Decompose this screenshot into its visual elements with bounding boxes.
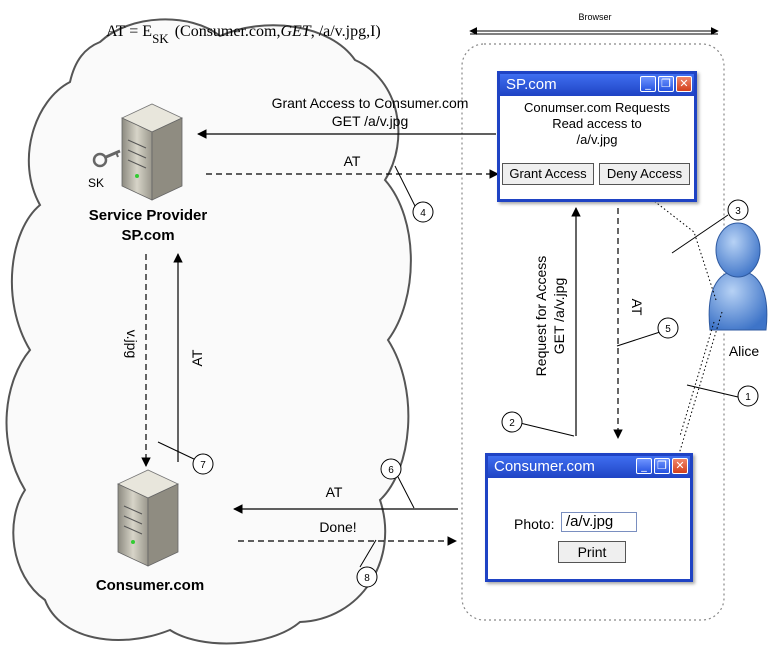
step-6-circle: 6 <box>380 458 402 480</box>
sp-label-line1: Service Provider <box>89 207 208 224</box>
formula-args-get: GET <box>280 23 311 40</box>
deny-access-button[interactable]: Deny Access <box>599 163 690 185</box>
step-8-circle: 8 <box>356 566 378 588</box>
restore-icon[interactable]: ❐ <box>654 458 670 474</box>
grant-label-line1: Grant Access to Consumer.com <box>272 95 469 111</box>
at-top-label: AT <box>344 153 361 169</box>
browser-sight-line <box>679 321 715 437</box>
sk-label: SK <box>88 176 104 190</box>
sp-server-icon <box>121 103 183 201</box>
formula-args-post: , /a/v.jpg,I) <box>311 23 381 40</box>
user-name: Alice <box>729 343 760 359</box>
svg-text:4: 4 <box>420 208 426 219</box>
formula: AT = ESK (Consumer.com,GET, /a/v.jpg,I) <box>106 23 381 46</box>
print-button[interactable]: Print <box>558 541 626 563</box>
at-left-label: AT <box>189 349 205 366</box>
consumer-server-icon <box>117 469 179 567</box>
done-label: Done! <box>319 519 356 535</box>
formula-sub: SK <box>152 31 169 46</box>
consumer-label: Consumer.com <box>96 577 204 594</box>
step-4-circle: 4 <box>412 201 434 223</box>
user-icon <box>708 222 768 331</box>
close-icon[interactable]: ✕ <box>676 76 692 92</box>
consumer-window-title: Consumer.com <box>494 458 595 475</box>
sp-window: SP.com _ ❐ ✕ Conumser.com Requests Read … <box>497 71 697 202</box>
svg-text:7: 7 <box>200 460 206 471</box>
step-5-circle: 5 <box>657 317 679 339</box>
formula-lhs: AT = E <box>106 23 152 40</box>
close-icon[interactable]: ✕ <box>672 458 688 474</box>
request-label-line2: GET /a/v.jpg <box>551 278 567 355</box>
v-jpg-label: v.jpg <box>124 330 140 359</box>
at-vertical-label: AT <box>629 299 645 316</box>
at-bottom-label: AT <box>326 484 343 500</box>
sp-message-line1: Conumser.com Requests <box>524 100 670 115</box>
sp-label-line2: SP.com <box>121 227 174 244</box>
svg-text:5: 5 <box>665 324 671 335</box>
sp-window-message: Conumser.com Requests Read access to /a/… <box>500 96 694 148</box>
step-3-circle: 3 <box>727 199 749 221</box>
step-2-circle: 2 <box>501 411 523 433</box>
formula-args-pre: (Consumer.com, <box>175 23 281 40</box>
consumer-window-titlebar[interactable]: Consumer.com _ ❐ ✕ <box>488 456 690 478</box>
minimize-icon[interactable]: _ <box>640 76 656 92</box>
grant-access-button[interactable]: Grant Access <box>502 163 594 185</box>
svg-text:3: 3 <box>735 206 741 217</box>
photo-label: Photo: <box>514 516 555 532</box>
svg-text:1: 1 <box>745 392 751 403</box>
sp-window-title: SP.com <box>506 76 557 93</box>
alice-to-grant-line <box>595 182 717 301</box>
svg-text:6: 6 <box>388 465 394 476</box>
svg-text:8: 8 <box>364 573 370 584</box>
svg-text:2: 2 <box>509 418 515 429</box>
sp-message-line3: /a/v.jpg <box>576 132 618 147</box>
consumer-window: Consumer.com _ ❐ ✕ Photo: /a/v.jpg Print <box>485 453 693 582</box>
step-7-circle: 7 <box>192 453 214 475</box>
browser-label: Browser <box>578 12 611 22</box>
key-icon <box>92 149 121 168</box>
step-1-circle: 1 <box>737 385 759 407</box>
grant-label-line2: GET /a/v.jpg <box>332 113 409 129</box>
restore-icon[interactable]: ❐ <box>658 76 674 92</box>
service-cloud <box>5 18 412 645</box>
request-label-line1: Request for Access <box>533 256 549 377</box>
photo-field[interactable]: /a/v.jpg <box>561 512 637 532</box>
sp-message-line2: Read access to <box>552 116 642 131</box>
minimize-icon[interactable]: _ <box>636 458 652 474</box>
sp-window-titlebar[interactable]: SP.com _ ❐ ✕ <box>500 74 694 96</box>
